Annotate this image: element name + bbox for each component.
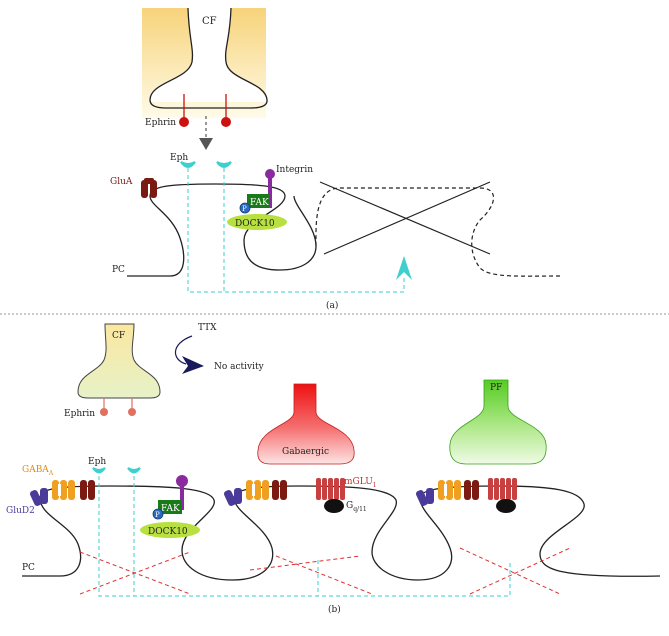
glud2-label: GluD2: [6, 506, 35, 516]
cf-terminal-b: [77, 323, 161, 399]
down-arrow-icon: [199, 138, 213, 150]
eph-label-b: Eph: [88, 457, 106, 467]
ephrin-ligand: [221, 117, 231, 127]
red-dashed-crosses: [79, 547, 571, 595]
ttx-label: TTX: [198, 323, 217, 333]
glua-receptor-icon: [141, 178, 157, 198]
fak-box-b: [158, 500, 182, 514]
ephrin-ligand-b: [128, 408, 136, 416]
cf-outline-a: [149, 7, 268, 109]
p-label-b: P: [155, 511, 160, 519]
receptor-cluster-2: [223, 480, 287, 506]
gabaergic-label: Gabaergic: [282, 447, 329, 457]
pc-membrane-b: [22, 485, 661, 581]
gq-protein-icon: [496, 499, 516, 513]
mglu1-receptor-icon: [316, 478, 345, 500]
eliminated-synapse: [315, 187, 561, 277]
pc-label-b: PC: [22, 563, 35, 573]
no-activity-label: No activity: [214, 362, 265, 372]
fak-label-a: FAK: [250, 198, 269, 208]
phospho-icon: [239, 202, 251, 214]
panel-a: CF Ephrin Eph PC GluA Integrin: [110, 7, 561, 311]
eph-receptor-icon: [92, 467, 106, 474]
integrin-label-a: Integrin: [276, 165, 313, 175]
gaba-receptor-icon: [52, 480, 75, 500]
p-label-a: P: [242, 205, 247, 213]
glua-receptor-icon-b: [80, 480, 95, 500]
cf-terminal-a: [142, 8, 267, 118]
gq-label: Gq/11: [346, 501, 367, 513]
ttx-arrow-icon: [182, 356, 204, 374]
integrin-icon: [265, 169, 275, 179]
receptor-cluster-3: [415, 480, 479, 506]
cf-label-b: CF: [112, 331, 125, 341]
eph-receptor-icon: [216, 161, 232, 168]
cf-label-a: CF: [202, 16, 217, 27]
cross-line: [323, 181, 491, 255]
dock10-label-a: DOCK10: [235, 219, 275, 229]
eph-signal-path: [187, 168, 405, 293]
caption-b: (b): [328, 604, 341, 615]
cross-line: [319, 181, 491, 255]
eph-signal-path-b: [98, 476, 511, 597]
gq-protein-icon: [324, 499, 344, 513]
receptor-cluster-1: [29, 480, 95, 506]
glua-label: GluA: [110, 177, 133, 187]
caption-a: (a): [326, 300, 338, 311]
phospho-icon-b: [152, 508, 164, 520]
pc-label-a: PC: [112, 265, 125, 275]
eph-receptor-icon: [127, 467, 141, 474]
mglu-label: mGLU1: [344, 477, 377, 489]
glud2-receptor-icon: [29, 488, 48, 506]
gabaergic-terminal: [257, 383, 355, 465]
ephrin-label-b: Ephrin: [64, 409, 95, 419]
integrin-icon-b: [176, 475, 188, 487]
fak-box: [247, 194, 269, 208]
mglu1-receptor-icon: [488, 478, 517, 500]
gaba-label: GABAA: [22, 465, 54, 477]
dock10-label-b: DOCK10: [148, 527, 188, 537]
ephrin-ligand-b: [100, 408, 108, 416]
up-arrow-icon: [396, 256, 412, 280]
eph-label-a: Eph: [170, 153, 188, 163]
ephrin-label-a: Ephrin: [145, 118, 176, 128]
eph-receptor-icon: [180, 161, 196, 168]
pf-label: PF: [490, 383, 502, 393]
ephrin-ligand: [179, 117, 189, 127]
panel-b: CF Ephrin TTX No activity Gabaergic PF P…: [6, 323, 661, 615]
fak-label-b: FAK: [161, 504, 180, 514]
pc-membrane-a: [127, 183, 317, 277]
dock10-ellipse-b: [140, 522, 200, 538]
dock10-ellipse: [227, 214, 287, 230]
ttx-arrow-curve: [174, 335, 193, 365]
pf-terminal: [449, 379, 547, 465]
